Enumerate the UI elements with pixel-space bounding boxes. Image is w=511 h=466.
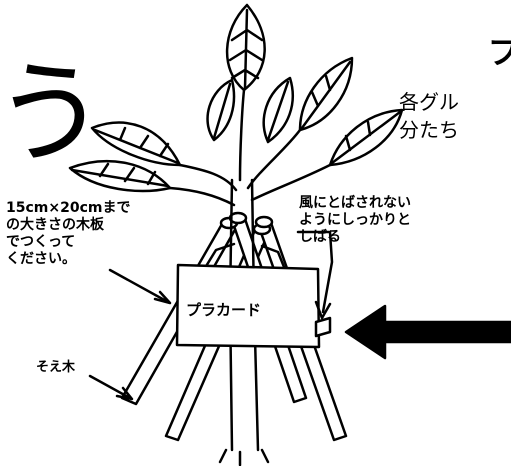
board-note-line-2: の大きさの木板 bbox=[6, 217, 104, 233]
stake-label: そえ木 bbox=[36, 360, 76, 375]
placard-label: プラカード bbox=[186, 301, 262, 319]
board-size-note: 15cm×20cmまで の大きさの木板 でつくって ください。 bbox=[6, 200, 130, 268]
wind-tie-note: 風にとばされない ようにしっかりと しばる bbox=[299, 195, 411, 246]
board-note-line-4: ください。 bbox=[6, 251, 76, 267]
title-fragment: プ bbox=[488, 33, 511, 71]
wind-note-line-1: 風にとばされない bbox=[299, 195, 411, 211]
board-note-line-1: 15cm×20cmまで bbox=[6, 200, 131, 216]
board-note-line-3: でつくって bbox=[6, 234, 76, 250]
plant-leaves bbox=[68, 3, 404, 193]
wind-note-line-2: ようにしっかりと bbox=[299, 212, 411, 228]
description-line-1: 各グル bbox=[399, 90, 459, 114]
pointer-arrows bbox=[88, 230, 334, 401]
description-line-2: 分たち bbox=[399, 118, 459, 142]
heading-big-character: う bbox=[0, 49, 106, 179]
wind-note-line-3: しばる bbox=[299, 229, 341, 245]
big-left-arrow bbox=[344, 304, 511, 360]
placard-board bbox=[175, 242, 321, 349]
